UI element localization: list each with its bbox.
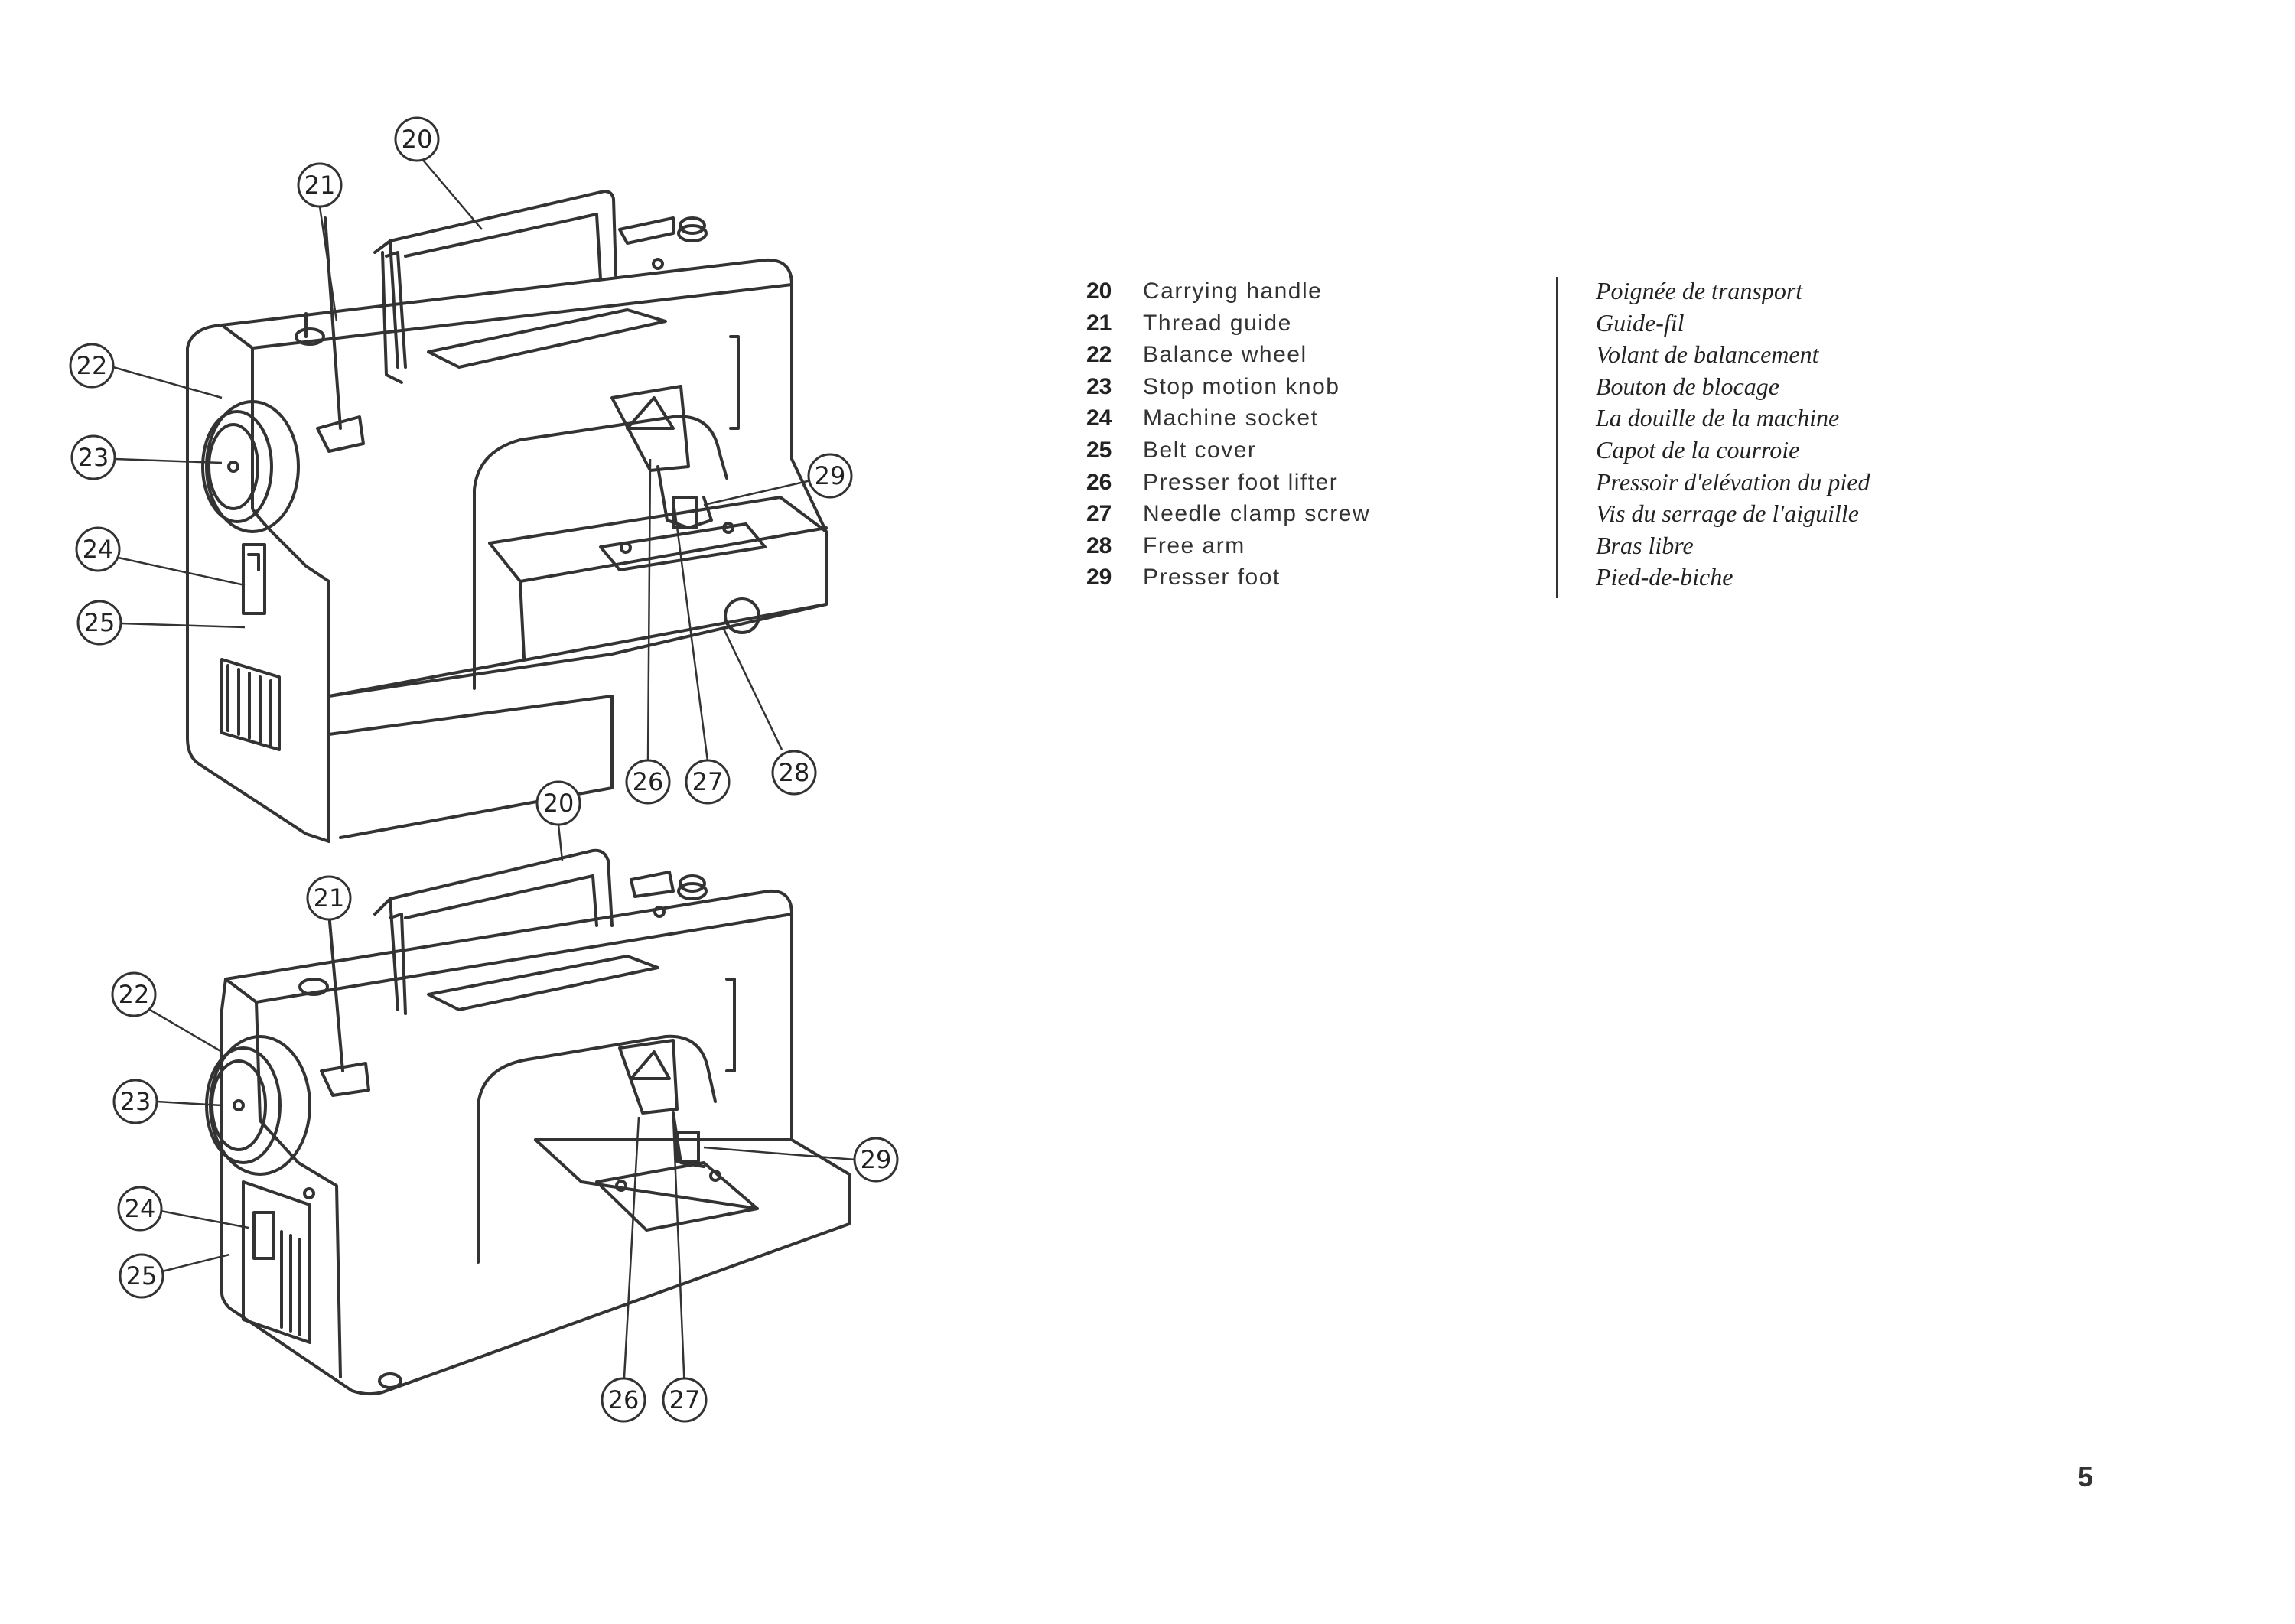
svg-text:21: 21 — [304, 171, 336, 200]
callout-20-bottom: 20 — [536, 780, 581, 826]
part-name-french: Vis du serrage de l'aiguille — [1596, 500, 1859, 528]
callout-25-top: 25 — [76, 600, 122, 646]
callout-28-top: 28 — [771, 750, 817, 796]
part-number: 21 — [1086, 310, 1112, 336]
callout-21-top: 21 — [297, 162, 343, 208]
list-item: 20 Carrying handle Poignée de transport — [1086, 275, 2020, 308]
page-number: 5 — [2078, 1461, 2094, 1492]
part-name-french: La douille de la machine — [1596, 404, 1840, 432]
svg-text:20: 20 — [402, 125, 433, 154]
svg-text:26: 26 — [608, 1385, 640, 1414]
part-name-english: Balance wheel — [1143, 342, 1307, 368]
callouts-top: 20 21 22 23 24 25 26 27 — [69, 116, 853, 805]
list-item: 24 Machine socket La douille de la machi… — [1086, 402, 2020, 434]
callout-23-bottom: 23 — [112, 1079, 158, 1124]
callout-27-top: 27 — [685, 759, 731, 805]
part-number: 23 — [1086, 373, 1112, 399]
list-item: 29 Presser foot Pied-de-biche — [1086, 561, 2020, 594]
part-name-french: Volant de balancement — [1596, 340, 1819, 369]
svg-text:23: 23 — [78, 443, 109, 472]
callout-22-top: 22 — [69, 343, 115, 389]
svg-text:25: 25 — [126, 1261, 158, 1290]
callouts-bottom: 20 21 22 23 24 25 26 27 — [111, 780, 899, 1423]
part-name-english: Free arm — [1143, 532, 1245, 558]
part-name-english: Belt cover — [1143, 437, 1257, 463]
svg-text:22: 22 — [119, 980, 150, 1009]
part-number: 26 — [1086, 469, 1112, 495]
callout-21-bottom: 21 — [306, 875, 352, 921]
part-name-english: Machine socket — [1143, 405, 1319, 431]
part-name-english: Stop motion knob — [1143, 373, 1340, 399]
part-name-french: Pied-de-biche — [1596, 563, 1733, 591]
callout-20-top: 20 — [394, 116, 440, 162]
machine-diagram-top — [186, 190, 828, 843]
part-number: 27 — [1086, 501, 1112, 527]
callout-25-bottom: 25 — [119, 1253, 164, 1299]
part-name-english: Needle clamp screw — [1143, 501, 1371, 527]
part-name-french: Capot de la courroie — [1596, 435, 1800, 464]
part-name-english: Presser foot lifter — [1143, 469, 1339, 495]
part-number: 22 — [1086, 342, 1112, 368]
list-item: 25 Belt cover Capot de la courroie — [1086, 434, 2020, 467]
part-name-french: Guide-fil — [1596, 308, 1685, 337]
part-name-english: Presser foot — [1143, 565, 1281, 591]
sewing-machine-diagrams: 20 21 22 23 24 25 26 27 — [69, 116, 899, 1423]
callout-29-top: 29 — [807, 453, 853, 499]
list-item: 28 Free arm Bras libre — [1086, 530, 2020, 562]
list-item: 21 Thread guide Guide-fil — [1086, 308, 2020, 340]
svg-text:24: 24 — [83, 535, 114, 564]
svg-text:24: 24 — [125, 1194, 156, 1223]
list-item: 27 Needle clamp screw Vis du serrage de … — [1086, 498, 2020, 530]
svg-text:29: 29 — [815, 461, 846, 490]
svg-text:25: 25 — [84, 608, 116, 637]
part-name-french: Bouton de blocage — [1596, 372, 1779, 400]
machine-diagram-bottom — [205, 848, 851, 1396]
callout-23-top: 23 — [70, 434, 116, 480]
callout-27-bottom: 27 — [662, 1377, 708, 1423]
svg-text:26: 26 — [633, 767, 664, 796]
part-name-english: Thread guide — [1143, 310, 1292, 336]
list-item: 23 Stop motion knob Bouton de blocage — [1086, 371, 2020, 403]
svg-text:21: 21 — [314, 884, 345, 913]
callout-24-top: 24 — [75, 526, 121, 572]
svg-text:29: 29 — [861, 1145, 892, 1174]
part-name-french: Pressoir d'elévation du pied — [1596, 467, 1870, 496]
svg-text:28: 28 — [779, 758, 810, 787]
part-name-french: Poignée de transport — [1596, 277, 1803, 304]
parts-list: 20 Carrying handle Poignée de transport … — [1086, 275, 2020, 594]
list-item: 26 Presser foot lifter Pressoir d'elévat… — [1086, 467, 2020, 499]
svg-text:27: 27 — [669, 1385, 701, 1414]
part-name-english: Carrying handle — [1143, 278, 1323, 304]
part-number: 24 — [1086, 405, 1112, 431]
part-number: 28 — [1086, 532, 1112, 558]
part-number: 29 — [1086, 565, 1112, 591]
part-name-french: Bras libre — [1596, 531, 1694, 559]
callout-26-bottom: 26 — [601, 1377, 646, 1423]
column-divider — [1556, 277, 1558, 598]
callout-29-bottom: 29 — [853, 1137, 899, 1183]
svg-text:20: 20 — [543, 789, 575, 818]
list-item: 22 Balance wheel Volant de balancement — [1086, 339, 2020, 371]
part-number: 20 — [1086, 278, 1112, 304]
callout-24-bottom: 24 — [117, 1186, 163, 1232]
svg-text:22: 22 — [76, 351, 108, 380]
svg-text:23: 23 — [120, 1087, 151, 1116]
svg-text:27: 27 — [692, 767, 724, 796]
callout-26-top: 26 — [625, 759, 671, 805]
callout-22-bottom: 22 — [111, 971, 157, 1017]
part-number: 25 — [1086, 437, 1112, 463]
